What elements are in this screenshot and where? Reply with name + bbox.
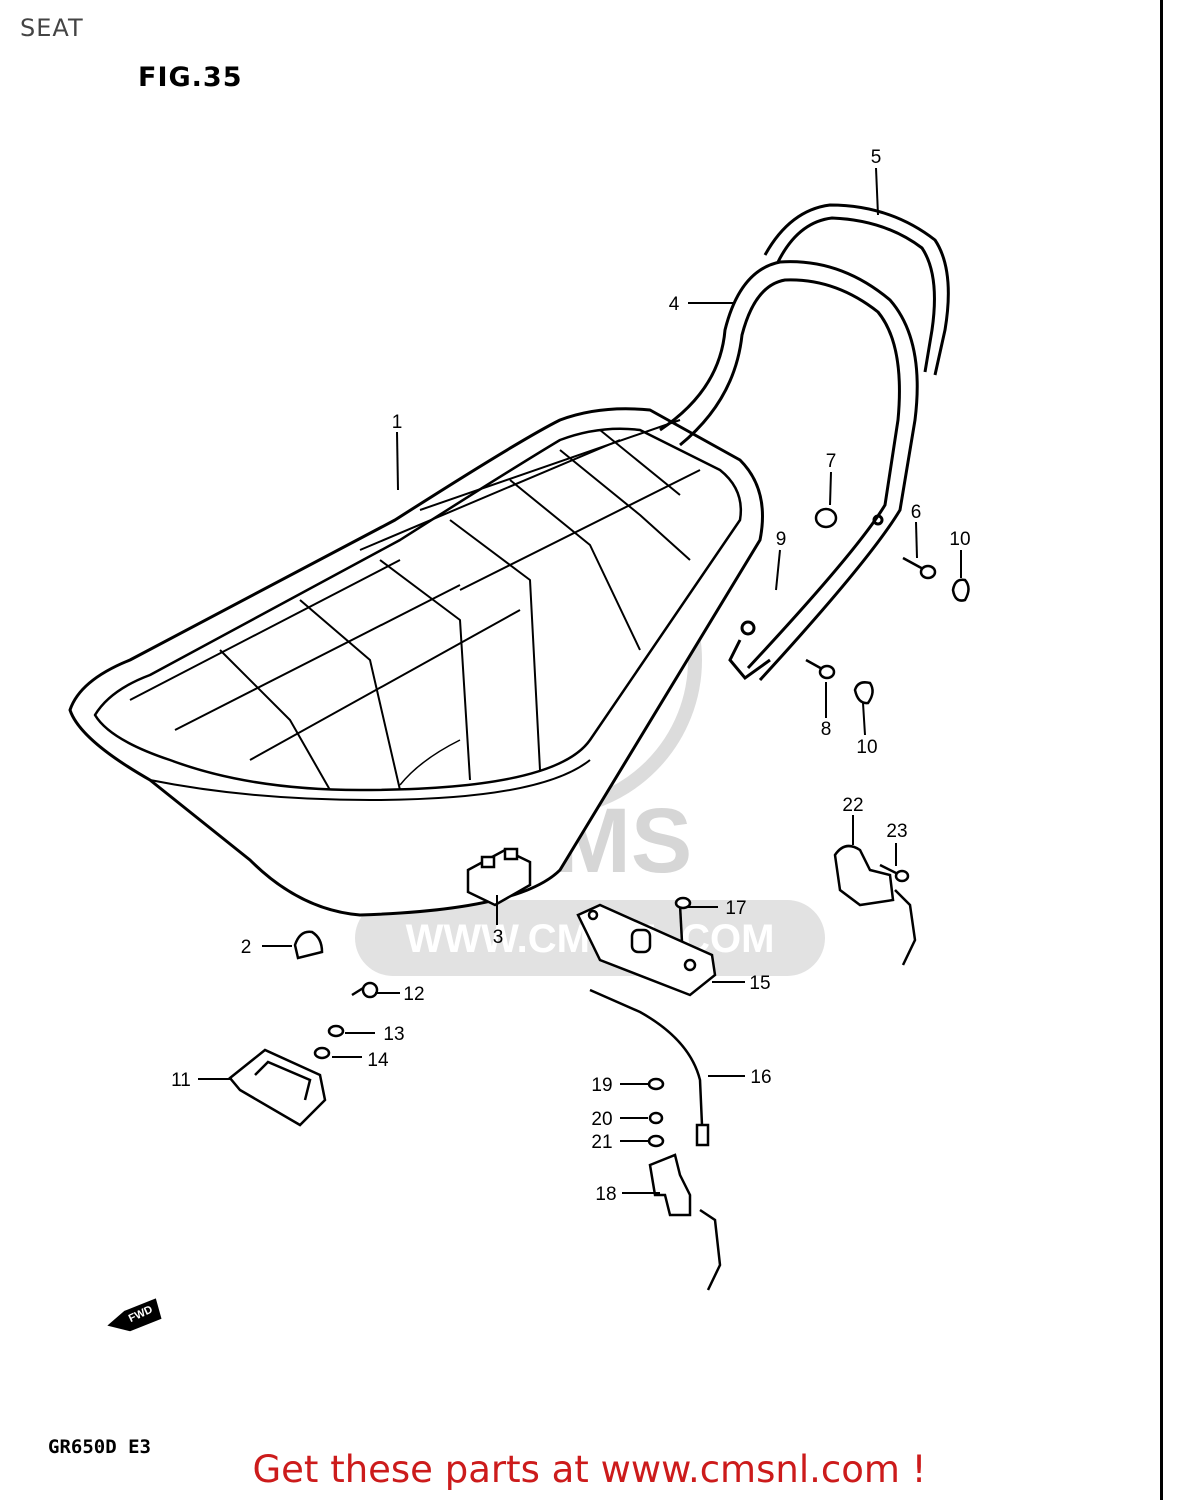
- callout-21: 21: [591, 1132, 612, 1153]
- callout-3: 3: [493, 927, 504, 948]
- figure-label: FIG.35: [138, 62, 243, 93]
- callout-19: 19: [591, 1075, 612, 1096]
- callout-23: 23: [886, 821, 907, 842]
- callout-20: 20: [591, 1109, 612, 1130]
- leader-lines: [198, 167, 962, 1194]
- callout-5: 5: [871, 147, 882, 168]
- callout-9: 9: [776, 529, 787, 550]
- rail-trim-part-5: [763, 203, 950, 376]
- callout-16: 16: [750, 1067, 771, 1088]
- callout-labels: 1 2 3 4 5 6 7 8 9 10 10 11 12 13 14 15 1…: [171, 147, 970, 1205]
- callout-6: 6: [911, 502, 922, 523]
- seat-part-1: [68, 407, 764, 917]
- callout-10-lower: 10: [856, 737, 877, 758]
- callout-17: 17: [725, 898, 746, 919]
- callout-4: 4: [669, 294, 680, 315]
- model-code: GR650D E3: [48, 1436, 151, 1458]
- callout-14: 14: [367, 1050, 389, 1071]
- page-title: SEAT: [20, 14, 84, 42]
- grab-rail-part-4: [659, 260, 919, 682]
- callout-12: 12: [403, 984, 424, 1005]
- callout-1: 1: [392, 412, 403, 433]
- callout-18: 18: [595, 1184, 616, 1205]
- callout-11: 11: [171, 1070, 191, 1091]
- callout-10-upper: 10: [949, 529, 970, 550]
- callout-15: 15: [749, 973, 770, 994]
- callout-8: 8: [821, 719, 832, 740]
- small-parts: [107, 507, 970, 1332]
- callout-22: 22: [842, 795, 863, 816]
- callout-7: 7: [826, 451, 837, 472]
- footer-link[interactable]: Get these parts at www.cmsnl.com !: [252, 1448, 927, 1491]
- callout-2: 2: [241, 937, 252, 958]
- callout-13: 13: [383, 1024, 404, 1045]
- page-border: [1160, 0, 1163, 1500]
